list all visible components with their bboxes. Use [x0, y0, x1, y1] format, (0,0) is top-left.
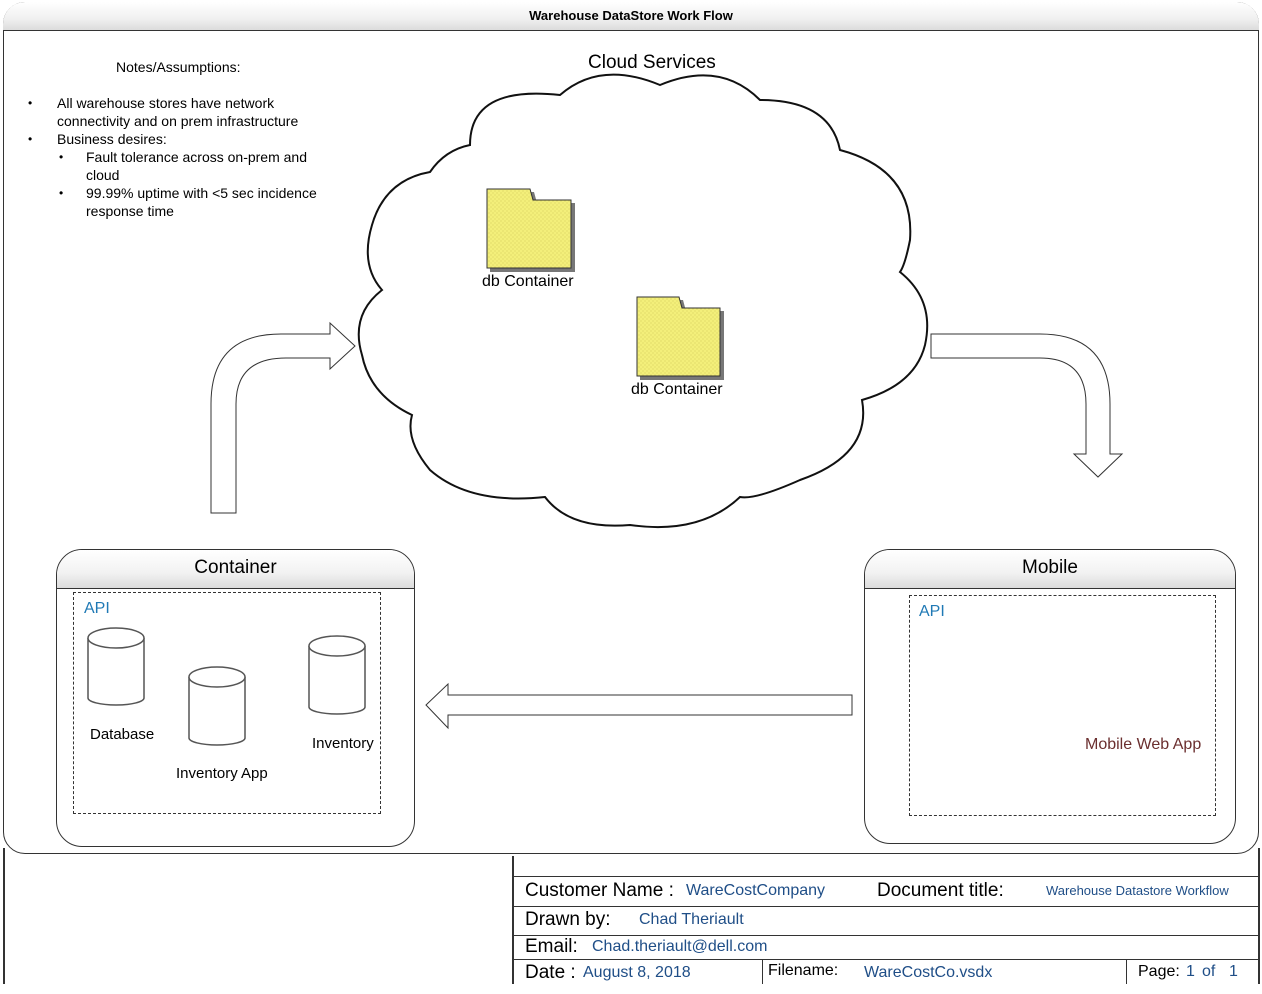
folder-icon — [486, 188, 575, 272]
notes-list: • All warehouse stores have network conn… — [28, 94, 338, 220]
container-api-label: API — [84, 600, 110, 617]
date-label: Date : — [525, 962, 576, 983]
drawn-by-label: Drawn by: — [525, 909, 611, 930]
folder-icon — [636, 296, 724, 380]
database-label: Database — [90, 726, 155, 743]
database-icon — [87, 627, 145, 706]
page-label: Page: — [1138, 963, 1180, 980]
notes-item: • All warehouse stores have network conn… — [28, 95, 299, 129]
flow-arrow-to-cloud — [210, 321, 356, 514]
mobile-box-header — [865, 550, 1235, 589]
title-bar — [3, 2, 1259, 31]
notes-subitem: • 99.99% uptime with <5 sec incidence re… — [59, 185, 317, 219]
db-container-label: db Container — [631, 381, 723, 398]
inventory-icon — [308, 635, 366, 715]
notes-subitem: • Fault tolerance across on-prem and clo… — [59, 149, 307, 183]
mobile-api-region — [909, 595, 1216, 816]
inventory-app-icon — [188, 666, 246, 746]
page-total: 1 — [1229, 963, 1238, 980]
inventory-app-label: Inventory App — [176, 765, 268, 782]
container-box-header — [57, 550, 414, 589]
filename-label: Filename: — [768, 962, 839, 979]
customer-name-label: Customer Name : — [525, 880, 674, 901]
notes-item: • Business desires: — [28, 131, 167, 147]
notes-heading: Notes/Assumptions: — [116, 59, 241, 75]
email-value[interactable]: Chad.theriault@dell.com — [592, 938, 768, 955]
mobile-api-label: API — [919, 603, 945, 620]
page-of: of — [1202, 963, 1216, 980]
inventory-label: Inventory — [312, 735, 374, 752]
date-value: August 8, 2018 — [583, 964, 691, 981]
flow-arrow-to-mobile — [930, 333, 1124, 478]
drawn-by-value: Chad Theriault — [639, 911, 744, 928]
page-number: 1 — [1186, 963, 1195, 980]
cloud-title: Cloud Services — [588, 52, 716, 73]
mobile-web-app-label: Mobile Web App — [1085, 736, 1202, 753]
filename-value: WareCostCo.vsdx — [864, 964, 993, 981]
document-title-value: Warehouse Datastore Workflow — [1046, 883, 1229, 898]
mobile-box-title: Mobile — [1022, 557, 1078, 578]
container-api-region — [73, 592, 381, 814]
container-box-title: Container — [194, 557, 277, 578]
flow-arrow-to-container — [425, 682, 853, 730]
mobile-box: Mobile — [864, 549, 1236, 844]
customer-name-value: WareCostCompany — [686, 882, 826, 899]
page-title: Warehouse DataStore Work Flow — [529, 8, 733, 23]
db-container-label: db Container — [482, 273, 574, 290]
email-label: Email: — [525, 936, 578, 957]
document-title-label: Document title: — [877, 880, 1004, 901]
